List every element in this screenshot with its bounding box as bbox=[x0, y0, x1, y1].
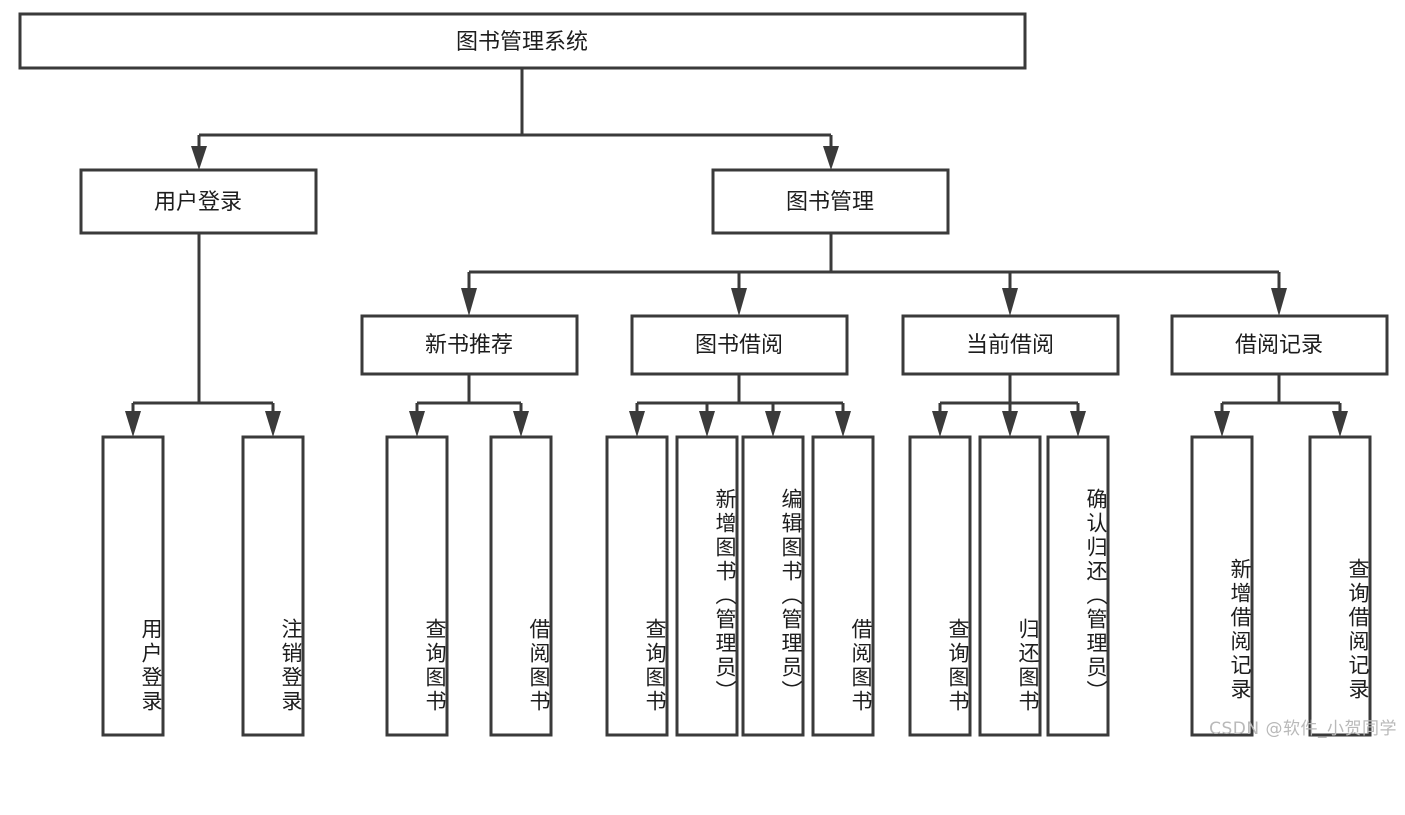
connector-group-new-book-recommend bbox=[409, 374, 529, 437]
node-box-user-login[interactable] bbox=[79, 168, 318, 235]
arrow-head-leaf-add-record bbox=[1214, 411, 1230, 437]
leaf-box-borrow-book-1[interactable] bbox=[489, 435, 553, 737]
leaf-box-confirm-return[interactable] bbox=[1046, 435, 1110, 737]
arrow-head-leaf-borrow-book-2 bbox=[835, 411, 851, 437]
arrow-head-leaf-borrow-book-1 bbox=[513, 411, 529, 437]
diagram-root: 图书管理系统 用户登录 图书管理 新书推荐 图书借阅 当前借阅 借阅记录 用户登… bbox=[18, 12, 1397, 739]
leaf-box-logout-login[interactable] bbox=[241, 435, 305, 737]
arrow-head-leaf-return-book bbox=[1002, 411, 1018, 437]
arrow-head-leaf-query-record bbox=[1332, 411, 1348, 437]
node-box-book-borrow[interactable] bbox=[630, 314, 849, 376]
arrow-head-leaf-user-login bbox=[125, 411, 141, 437]
arrow-head-leaf-edit-book bbox=[765, 411, 781, 437]
connector-group-user-login bbox=[125, 233, 281, 437]
node-box-new-book-recommend[interactable] bbox=[360, 314, 579, 376]
leaf-box-user-login[interactable] bbox=[101, 435, 165, 737]
node-label-new-book-recommend: 新书推荐 bbox=[425, 333, 513, 358]
node-box-book-manage[interactable] bbox=[711, 168, 950, 235]
leaf-box-return-book[interactable] bbox=[978, 435, 1042, 737]
arrow-head-leaf-query-book-1 bbox=[409, 411, 425, 437]
leaf-box-query-record[interactable] bbox=[1308, 435, 1372, 737]
arrow-head-leaf-add-book bbox=[699, 411, 715, 437]
arrow-head-current-borrow bbox=[1002, 288, 1018, 316]
leaf-box-edit-book[interactable] bbox=[741, 435, 805, 737]
node-label-book-manage: 图书管理 bbox=[786, 190, 874, 215]
node-box-current-borrow[interactable] bbox=[901, 314, 1120, 376]
leaf-box-query-book-3[interactable] bbox=[908, 435, 972, 737]
node-label-borrow-record: 借阅记录 bbox=[1235, 333, 1323, 358]
leaf-box-query-book-2[interactable] bbox=[605, 435, 669, 737]
node-label-book-borrow: 图书借阅 bbox=[695, 333, 783, 358]
arrow-head-leaf-confirm-return bbox=[1070, 411, 1086, 437]
csdn-watermark: CSDN @软件_小贺同学 bbox=[1209, 719, 1397, 739]
hierarchy-diagram-canvas: 图书管理系统 用户登录 图书管理 新书推荐 图书借阅 当前借阅 借阅记录 bbox=[18, 12, 1389, 737]
arrow-head-leaf-query-book-3 bbox=[932, 411, 948, 437]
connector-group-root bbox=[191, 68, 839, 170]
arrow-head-leaf-logout-login bbox=[265, 411, 281, 437]
leaf-box-add-book[interactable] bbox=[675, 435, 739, 737]
node-box-root[interactable] bbox=[18, 12, 1027, 70]
node-label-user-login: 用户登录 bbox=[154, 190, 242, 215]
arrow-head-leaf-query-book-2 bbox=[629, 411, 645, 437]
connector-group-current-borrow bbox=[932, 374, 1086, 437]
arrow-head-new-book-recommend bbox=[461, 288, 477, 316]
arrow-head-book-borrow bbox=[731, 288, 747, 316]
arrow-head-borrow-record bbox=[1271, 288, 1287, 316]
connector-group-book-borrow bbox=[629, 374, 851, 437]
connector-group-borrow-record bbox=[1214, 374, 1348, 437]
leaf-box-borrow-book-2[interactable] bbox=[811, 435, 875, 737]
arrow-head-user-login bbox=[191, 146, 207, 170]
arrow-head-book-manage bbox=[823, 146, 839, 170]
node-label-root: 图书管理系统 bbox=[456, 30, 588, 55]
node-box-borrow-record[interactable] bbox=[1170, 314, 1389, 376]
leaf-box-query-book-1[interactable] bbox=[385, 435, 449, 737]
connector-group-book-manage bbox=[461, 233, 1287, 316]
node-label-current-borrow: 当前借阅 bbox=[966, 333, 1054, 358]
leaf-box-add-record[interactable] bbox=[1190, 435, 1254, 737]
